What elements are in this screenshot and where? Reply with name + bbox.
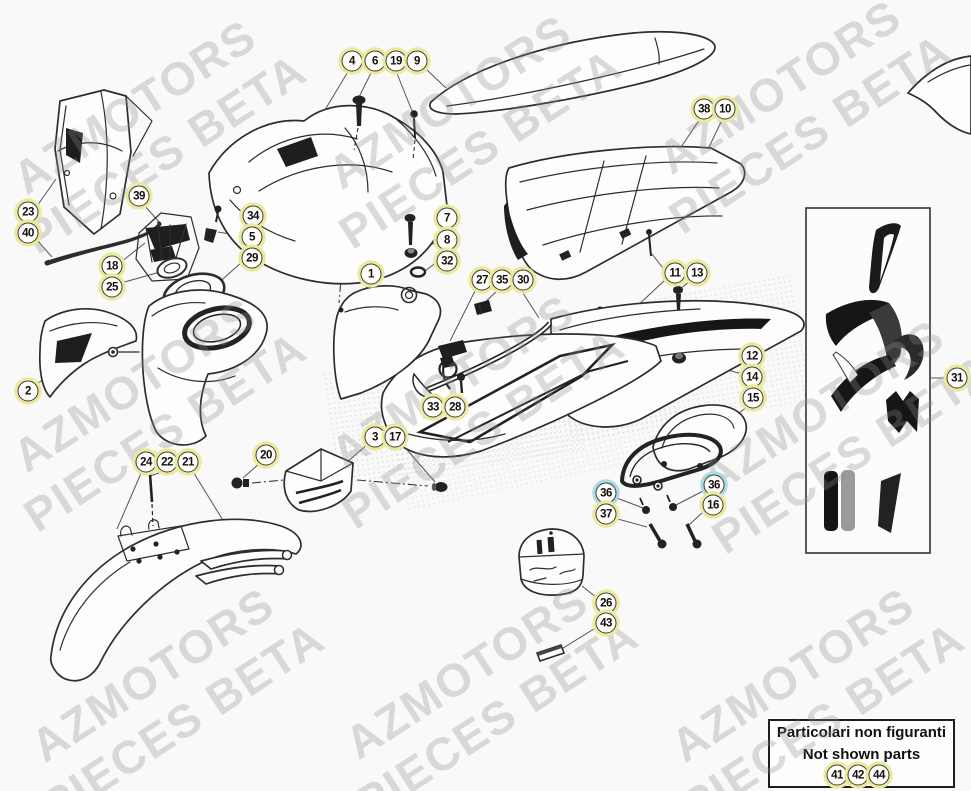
hose-clamp-part xyxy=(474,300,492,315)
part-callout-43[interactable]: 43 xyxy=(595,612,617,634)
part-callout-25[interactable]: 25 xyxy=(101,276,123,298)
part-callout-38[interactable]: 38 xyxy=(693,98,715,120)
part-callout-33[interactable]: 33 xyxy=(422,396,444,418)
part-callout-4[interactable]: 4 xyxy=(341,50,363,72)
part-callout-3[interactable]: 3 xyxy=(364,426,386,448)
part-callout-29[interactable]: 29 xyxy=(241,247,263,269)
tank-cover-part xyxy=(332,285,442,400)
part-callout-9[interactable]: 9 xyxy=(406,50,428,72)
right-edge-panel-part xyxy=(907,55,971,135)
screw-19 xyxy=(410,110,418,161)
nut-14 xyxy=(672,352,686,364)
headlight-mask-part xyxy=(54,89,153,235)
part-callout-6[interactable]: 6 xyxy=(364,50,386,72)
seat-part xyxy=(429,30,716,115)
bolt-34 xyxy=(214,205,222,223)
ball-stud-36-left xyxy=(639,497,650,514)
filler-bracket-assembly-part xyxy=(135,212,200,282)
part-callout-39[interactable]: 39 xyxy=(128,185,150,207)
bolt-16 xyxy=(685,523,702,549)
part-callout-21[interactable]: 21 xyxy=(177,451,199,473)
left-side-panel-part xyxy=(38,308,140,398)
rear-tray-part xyxy=(504,145,746,341)
part-callout-8[interactable]: 8 xyxy=(436,229,458,251)
part-callout-16[interactable]: 16 xyxy=(702,494,724,516)
part-callout-36[interactable]: 36 xyxy=(595,482,617,504)
part-callout-40[interactable]: 40 xyxy=(17,222,39,244)
fuel-tap-part xyxy=(438,340,467,390)
screw-6 xyxy=(352,95,366,151)
part-callout-44[interactable]: 44 xyxy=(868,764,890,786)
front-shroud-part xyxy=(208,104,448,285)
part-callout-14[interactable]: 14 xyxy=(741,366,763,388)
tool-bag-part xyxy=(518,528,585,596)
part-callout-2[interactable]: 2 xyxy=(17,380,39,402)
part-callout-32[interactable]: 32 xyxy=(436,250,458,272)
screw-5 xyxy=(204,228,217,243)
part-callout-15[interactable]: 15 xyxy=(742,387,764,409)
breather-hose-part xyxy=(417,321,553,396)
part-callout-7[interactable]: 7 xyxy=(436,207,458,229)
nut-8 xyxy=(404,248,418,258)
fastener-20 xyxy=(231,477,249,489)
not-shown-title-english: Not shown parts xyxy=(802,745,921,763)
part-callout-19[interactable]: 19 xyxy=(385,50,407,72)
part-callout-18[interactable]: 18 xyxy=(101,255,123,277)
reflector-part xyxy=(535,643,566,663)
part-callout-20[interactable]: 20 xyxy=(255,444,277,466)
fuel-tank-part xyxy=(141,289,268,446)
part-callout-35[interactable]: 35 xyxy=(491,269,513,291)
screw-7 xyxy=(404,214,416,245)
ball-stud-36-right xyxy=(666,494,677,511)
bolt-37 xyxy=(648,523,667,549)
part-callout-36[interactable]: 36 xyxy=(703,474,725,496)
not-shown-title-italian: Particolari non figuranti xyxy=(776,724,947,741)
part-callout-28[interactable]: 28 xyxy=(444,396,466,418)
part-callout-5[interactable]: 5 xyxy=(241,226,263,248)
part-callout-17[interactable]: 17 xyxy=(384,426,406,448)
part-callout-10[interactable]: 10 xyxy=(714,98,736,120)
part-callout-23[interactable]: 23 xyxy=(17,201,39,223)
front-fender-part xyxy=(49,518,302,682)
part-callout-42[interactable]: 42 xyxy=(847,764,869,786)
grab-rail-part xyxy=(619,432,723,491)
decal-kit-box xyxy=(805,207,931,554)
not-shown-parts-box: Particolari non figuranti Not shown part… xyxy=(768,719,955,788)
part-callout-26[interactable]: 26 xyxy=(595,592,617,614)
screw-28 xyxy=(457,373,465,394)
washer-32 xyxy=(409,266,427,278)
part-callout-22[interactable]: 22 xyxy=(156,451,178,473)
part-callout-41[interactable]: 41 xyxy=(826,764,848,786)
kidney-cover-part xyxy=(652,404,748,472)
part-callout-34[interactable]: 34 xyxy=(242,205,264,227)
part-callout-1[interactable]: 1 xyxy=(360,263,382,285)
part-callout-37[interactable]: 37 xyxy=(595,503,617,525)
screw-17 xyxy=(431,482,448,492)
part-callout-11[interactable]: 11 xyxy=(664,262,686,284)
part-callout-13[interactable]: 13 xyxy=(686,262,708,284)
small-cover-part xyxy=(283,448,354,513)
part-callout-24[interactable]: 24 xyxy=(135,451,157,473)
part-callout-30[interactable]: 30 xyxy=(512,269,534,291)
part-callout-12[interactable]: 12 xyxy=(741,345,763,367)
trim-sliver-part xyxy=(412,372,436,399)
part-callout-31[interactable]: 31 xyxy=(946,367,968,389)
part-callout-27[interactable]: 27 xyxy=(471,269,493,291)
screw-11-13 xyxy=(673,286,683,310)
